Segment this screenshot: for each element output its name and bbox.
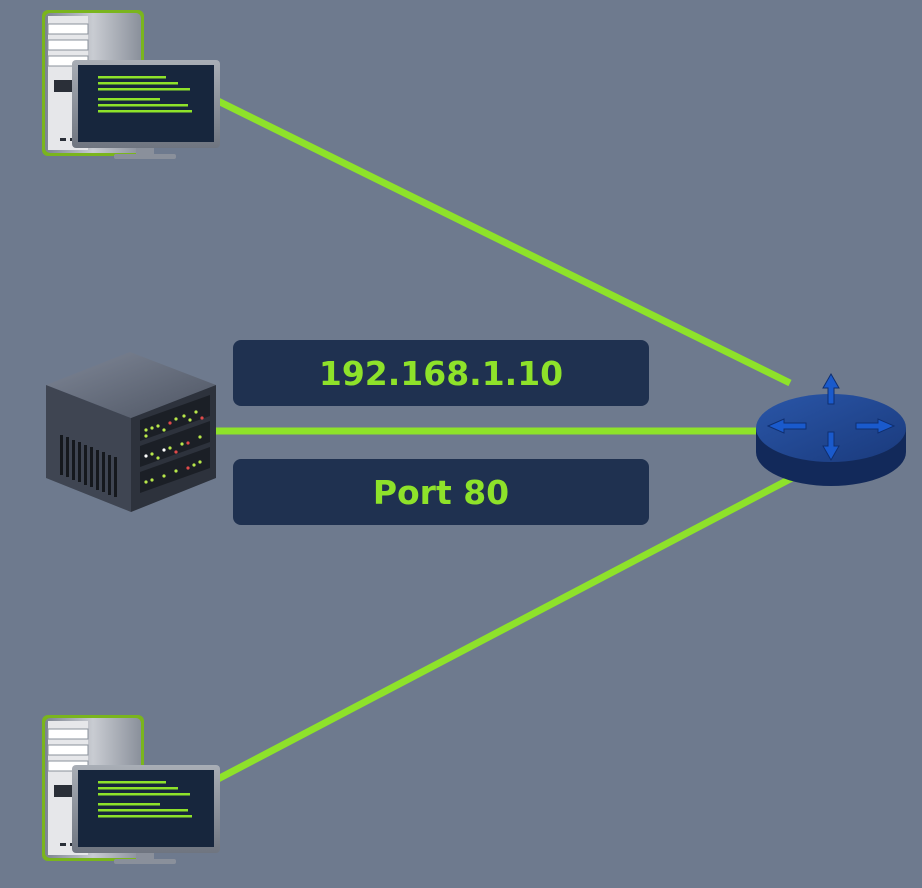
desktop-computer-icon bbox=[42, 10, 220, 159]
port-label: Port 80 bbox=[233, 459, 649, 525]
ip-address-label: 192.168.1.10 bbox=[233, 340, 649, 406]
router-icon bbox=[756, 372, 906, 486]
link-top-client-router bbox=[214, 96, 792, 387]
desktop-computer-icon bbox=[42, 715, 220, 864]
link-bottom-client-router bbox=[214, 474, 794, 784]
server-rack-icon bbox=[46, 352, 216, 512]
